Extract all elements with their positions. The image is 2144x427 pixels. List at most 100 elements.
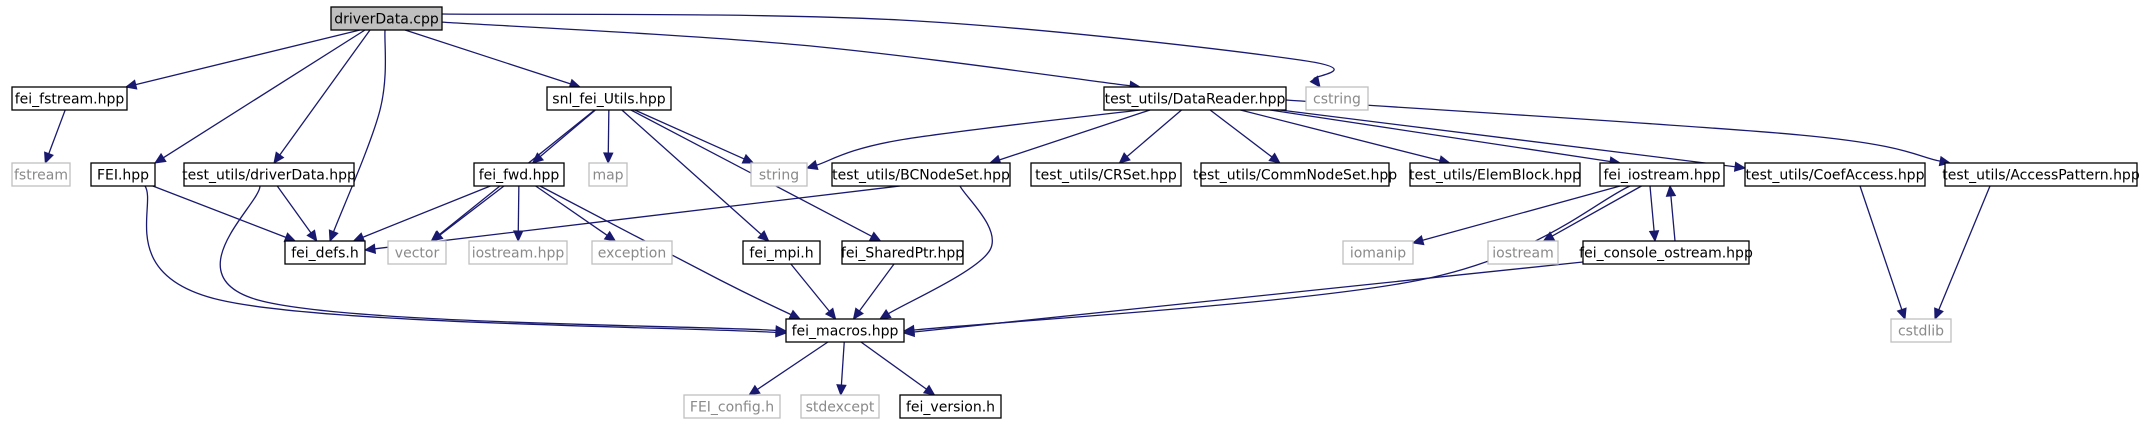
node-fstream: fstream: [11, 162, 71, 187]
node-label-iomanip: iomanip: [1350, 246, 1406, 262]
edge-snl_fei_Utils_hpp-to-string: [634, 109, 745, 160]
edge-test_utils_CoefAccess_hpp-to-cstdlib: [1859, 185, 1903, 310]
arrowhead-test_utils_DataReader_hpp-to-string: [805, 159, 819, 171]
node-fei_macros_hpp[interactable]: fei_macros.hpp: [785, 318, 905, 343]
node-label-test_utils_driverData_hpp: test_utils/driverData.hpp: [182, 168, 356, 184]
arrowhead-fei_macros_hpp-to-stdexcept: [836, 384, 847, 397]
edge-driverData_cpp-to-cstring: [441, 13, 1335, 80]
arrowhead-fei_fwd_hpp-to-vector: [431, 230, 444, 242]
node-test_utils_driverData_hpp[interactable]: test_utils/driverData.hpp: [182, 162, 356, 187]
edge-snl_fei_Utils_hpp-to-map: [607, 109, 610, 154]
node-cstdlib: cstdlib: [1890, 318, 1952, 343]
node-test_utils_DataReader_hpp[interactable]: test_utils/DataReader.hpp: [1103, 86, 1287, 111]
node-test_utils_CommNodeSet_hpp[interactable]: test_utils/CommNodeSet.hpp: [1193, 162, 1397, 187]
arrowhead-fei_SharedPtr_hpp-to-fei_macros_hpp: [852, 307, 864, 320]
arrowhead-driverData_cpp-to-cstring: [1309, 75, 1321, 88]
node-box-exception: [591, 240, 673, 265]
arrowhead-test_utils_AccessPattern_hpp-to-cstdlib: [1934, 307, 1944, 321]
edge-driverData_cpp-to-fei_defs_h: [332, 29, 387, 232]
node-label-vector: vector: [395, 246, 440, 262]
edge-snl_fei_Utils_hpp-to-fei_mpi_h: [621, 109, 762, 235]
edge-test_utils_DataReader_hpp-to-test_utils_ElemBlock_hpp: [1240, 109, 1441, 162]
node-iostream_hpp: iostream.hpp: [468, 240, 568, 265]
node-test_utils_CRSet_hpp[interactable]: test_utils/CRSet.hpp: [1030, 162, 1182, 187]
edge-FEI_hpp-to-fei_macros_hpp: [144, 185, 777, 334]
arrowhead-test_utils_BCNodeSet_hpp-to-fei_macros_hpp: [878, 308, 892, 320]
node-box-iostream_hpp: [468, 240, 568, 265]
edge-fei_fwd_hpp-to-fei_defs_h: [362, 185, 491, 238]
arrowhead-test_utils_driverData_hpp-to-fei_macros_hpp: [775, 325, 788, 336]
node-box-fei_fstream_hpp: [11, 86, 128, 111]
node-fei_fstream_hpp[interactable]: fei_fstream.hpp: [11, 86, 128, 111]
node-box-fei_version_h: [899, 394, 1002, 419]
edge-FEI_hpp-to-fei_defs_h: [152, 185, 287, 239]
node-snl_fei_Utils_hpp[interactable]: snl_fei_Utils.hpp: [546, 86, 672, 111]
node-box-test_utils_BCNodeSet_hpp: [831, 162, 1011, 187]
edge-fei_macros_hpp-to-stdexcept: [840, 341, 845, 386]
edge-fei_macros_hpp-to-FEI_config_h: [757, 341, 829, 390]
node-label-test_utils_CoefAccess_hpp: test_utils/CoefAccess.hpp: [1746, 168, 1925, 184]
node-vector: vector: [387, 240, 447, 265]
arrowhead-test_utils_BCNodeSet_hpp-to-fei_defs_h: [363, 243, 377, 254]
edge-test_utils_DataReader_hpp-to-test_utils_CommNodeSet_hpp: [1209, 109, 1273, 158]
node-label-fstream: fstream: [14, 168, 68, 184]
node-box-map: [588, 162, 628, 187]
node-fei_console_ostream_hpp[interactable]: fei_console_ostream.hpp: [1579, 240, 1753, 265]
node-fei_fwd_hpp[interactable]: fei_fwd.hpp: [473, 162, 565, 187]
node-label-map: map: [592, 168, 623, 184]
edge-test_utils_DataReader_hpp-to-test_utils_CoefAccess_hpp: [1279, 109, 1736, 168]
arrowhead-snl_fei_Utils_hpp-to-fei_SharedPtr_hpp: [868, 231, 882, 242]
edge-fei_iostream_hpp-to-iomanip: [1422, 185, 1621, 241]
node-fei_SharedPtr_hpp[interactable]: fei_SharedPtr.hpp: [841, 240, 964, 265]
edge-test_utils_DataReader_hpp-to-test_utils_AccessPattern_hpp: [1285, 99, 1941, 162]
arrowhead-test_utils_DataReader_hpp-to-test_utils_CRSet_hpp: [1118, 152, 1131, 164]
arrowhead-fei_macros_hpp-to-fei_version_h: [922, 384, 936, 396]
node-box-fei_console_ostream_hpp: [1582, 240, 1750, 265]
node-label-fei_version_h: fei_version.h: [906, 400, 995, 416]
node-box-test_utils_AccessPattern_hpp: [1944, 162, 2138, 187]
node-map: map: [588, 162, 628, 187]
edge-fei_iostream_hpp-to-fei_console_ostream_hpp: [1649, 185, 1655, 232]
edge-test_utils_AccessPattern_hpp-to-cstdlib: [1938, 185, 1991, 311]
node-test_utils_AccessPattern_hpp[interactable]: test_utils/AccessPattern.hpp: [1942, 162, 2140, 187]
node-label-test_utils_AccessPattern_hpp: test_utils/AccessPattern.hpp: [1942, 168, 2140, 184]
node-label-fei_console_ostream_hpp: fei_console_ostream.hpp: [1579, 246, 1753, 262]
arrowhead-snl_fei_Utils_hpp-to-fei_mpi_h: [757, 230, 770, 242]
node-driverData_cpp[interactable]: driverData.cpp: [330, 6, 443, 31]
arrowhead-fei_fwd_hpp-to-fei_defs_h: [352, 232, 366, 242]
node-iostream: iostream: [1487, 240, 1559, 265]
arrowhead-test_utils_CoefAccess_hpp-to-cstdlib: [1896, 307, 1907, 321]
arrowhead-fei_fwd_hpp-to-exception: [603, 230, 617, 242]
node-box-cstring: [1305, 86, 1369, 111]
node-fei_version_h[interactable]: fei_version.h: [899, 394, 1002, 419]
node-test_utils_ElemBlock_hpp[interactable]: test_utils/ElemBlock.hpp: [1409, 162, 1581, 187]
node-label-FEI_config_h: FEI_config.h: [690, 400, 774, 416]
node-test_utils_BCNodeSet_hpp[interactable]: test_utils/BCNodeSet.hpp: [831, 162, 1011, 187]
node-box-test_utils_driverData_hpp: [183, 162, 355, 187]
edge-test_utils_BCNodeSet_hpp-to-fei_macros_hpp: [888, 185, 993, 315]
node-box-fei_SharedPtr_hpp: [841, 240, 964, 265]
node-box-test_utils_CommNodeSet_hpp: [1200, 162, 1390, 187]
node-label-fei_fwd_hpp: fei_fwd.hpp: [479, 168, 560, 184]
node-test_utils_CoefAccess_hpp[interactable]: test_utils/CoefAccess.hpp: [1744, 162, 1926, 187]
node-label-test_utils_DataReader_hpp: test_utils/DataReader.hpp: [1105, 92, 1286, 108]
edge-driverData_cpp-to-snl_fei_Utils_hpp: [404, 29, 571, 85]
node-box-FEI_config_h: [683, 394, 781, 419]
edge-driverData_cpp-to-FEI_hpp: [163, 29, 366, 159]
node-box-cstdlib: [1890, 318, 1952, 343]
node-label-cstring: cstring: [1313, 92, 1361, 108]
node-fei_iostream_hpp[interactable]: fei_iostream.hpp: [1599, 162, 1725, 187]
node-fei_mpi_h[interactable]: fei_mpi.h: [742, 240, 821, 265]
node-box-iostream: [1487, 240, 1559, 265]
arrowhead-fei_iostream_hpp-to-iomanip: [1411, 235, 1425, 246]
node-box-test_utils_CRSet_hpp: [1030, 162, 1182, 187]
node-FEI_config_h: FEI_config.h: [683, 394, 781, 419]
node-fei_defs_h[interactable]: fei_defs.h: [284, 240, 366, 265]
node-string: string: [750, 162, 808, 187]
node-FEI_hpp[interactable]: FEI.hpp: [90, 162, 156, 187]
node-label-fei_iostream_hpp: fei_iostream.hpp: [1603, 168, 1720, 184]
edge-test_utils_driverData_hpp-to-fei_defs_h: [276, 185, 312, 234]
node-box-fstream: [11, 162, 71, 187]
